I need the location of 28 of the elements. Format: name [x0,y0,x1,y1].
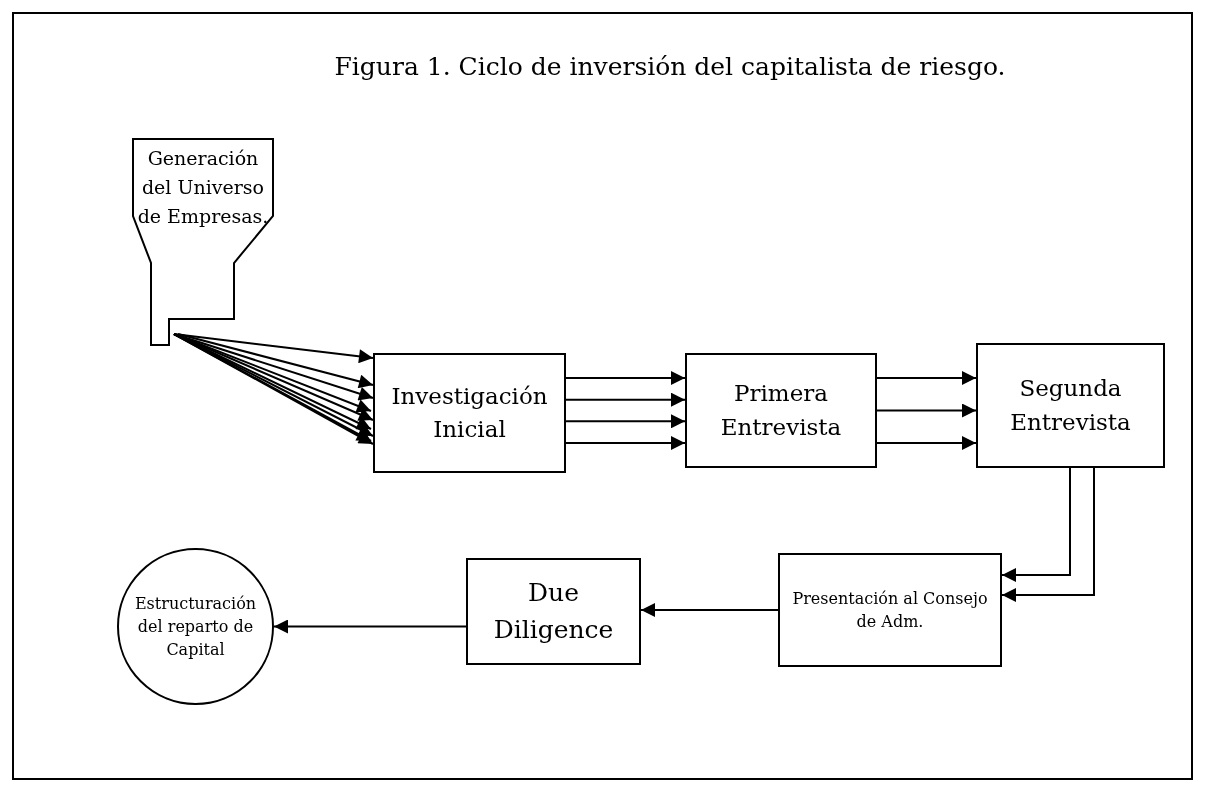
process-box [976,343,1165,468]
node-label: Presentación al Consejo de Adm. [791,587,989,633]
node-label: Estructuración del reparto de Capital [133,592,258,662]
arrow [273,619,467,634]
arrow [565,392,686,407]
arrow [1001,467,1095,602]
node-label: Investigación Inicial [390,381,549,444]
arrow [173,333,374,364]
funnel-shape [132,138,274,346]
arrow [876,371,977,385]
process-box [466,558,641,665]
arrow [565,436,686,450]
node-label: Primera Entrevista [719,379,843,442]
process-box [778,553,1002,667]
arrow [173,333,374,401]
arrow [876,403,977,418]
arrow [565,414,686,429]
process-box [373,353,566,473]
arrow [640,603,779,617]
arrow [876,436,977,450]
node-label: Due Diligence [492,577,615,646]
arrow [565,371,686,385]
node-label: Segunda Entrevista [1009,374,1132,437]
arrow [177,333,374,389]
figure-title: Figura 1. Ciclo de inversión del capitalista de riesgo. [333,51,1007,83]
arrow [1001,467,1071,582]
process-box [685,353,877,468]
node-label: Generación del Universo de Empresas. [136,146,270,229]
